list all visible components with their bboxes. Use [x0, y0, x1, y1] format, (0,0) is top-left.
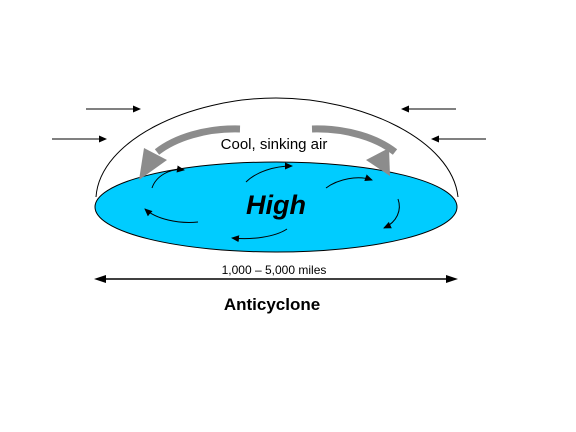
circulation-arrow-5: [231, 228, 288, 243]
circulation-arrow-3: [325, 174, 373, 189]
dome-outline: [95, 97, 459, 198]
size-arrowhead-right: [446, 275, 458, 283]
sinking-air-label: Cool, sinking air: [221, 136, 328, 153]
high-pressure-label: High: [246, 190, 306, 220]
sinking-air-arrows: [139, 125, 398, 180]
sinking-air-arrow-left: [154, 125, 241, 155]
circulation-arrow-6: [144, 208, 199, 223]
circulation-arrows: [144, 162, 400, 243]
size-range-label: 1,000 – 5,000 miles: [222, 263, 327, 277]
sinking-air-arrow-right: [311, 125, 398, 155]
circulation-arrow-1: [151, 165, 185, 189]
size-arrowhead-left: [94, 275, 106, 283]
diagram-title: Anticyclone: [224, 295, 320, 314]
circulation-arrow-4: [383, 198, 400, 229]
circulation-arrow-2: [245, 162, 293, 183]
sinking-air-arrowhead-right: [366, 148, 390, 176]
sinking-air-arrowhead-left: [139, 148, 167, 180]
high-pressure-disk: [94, 161, 458, 253]
